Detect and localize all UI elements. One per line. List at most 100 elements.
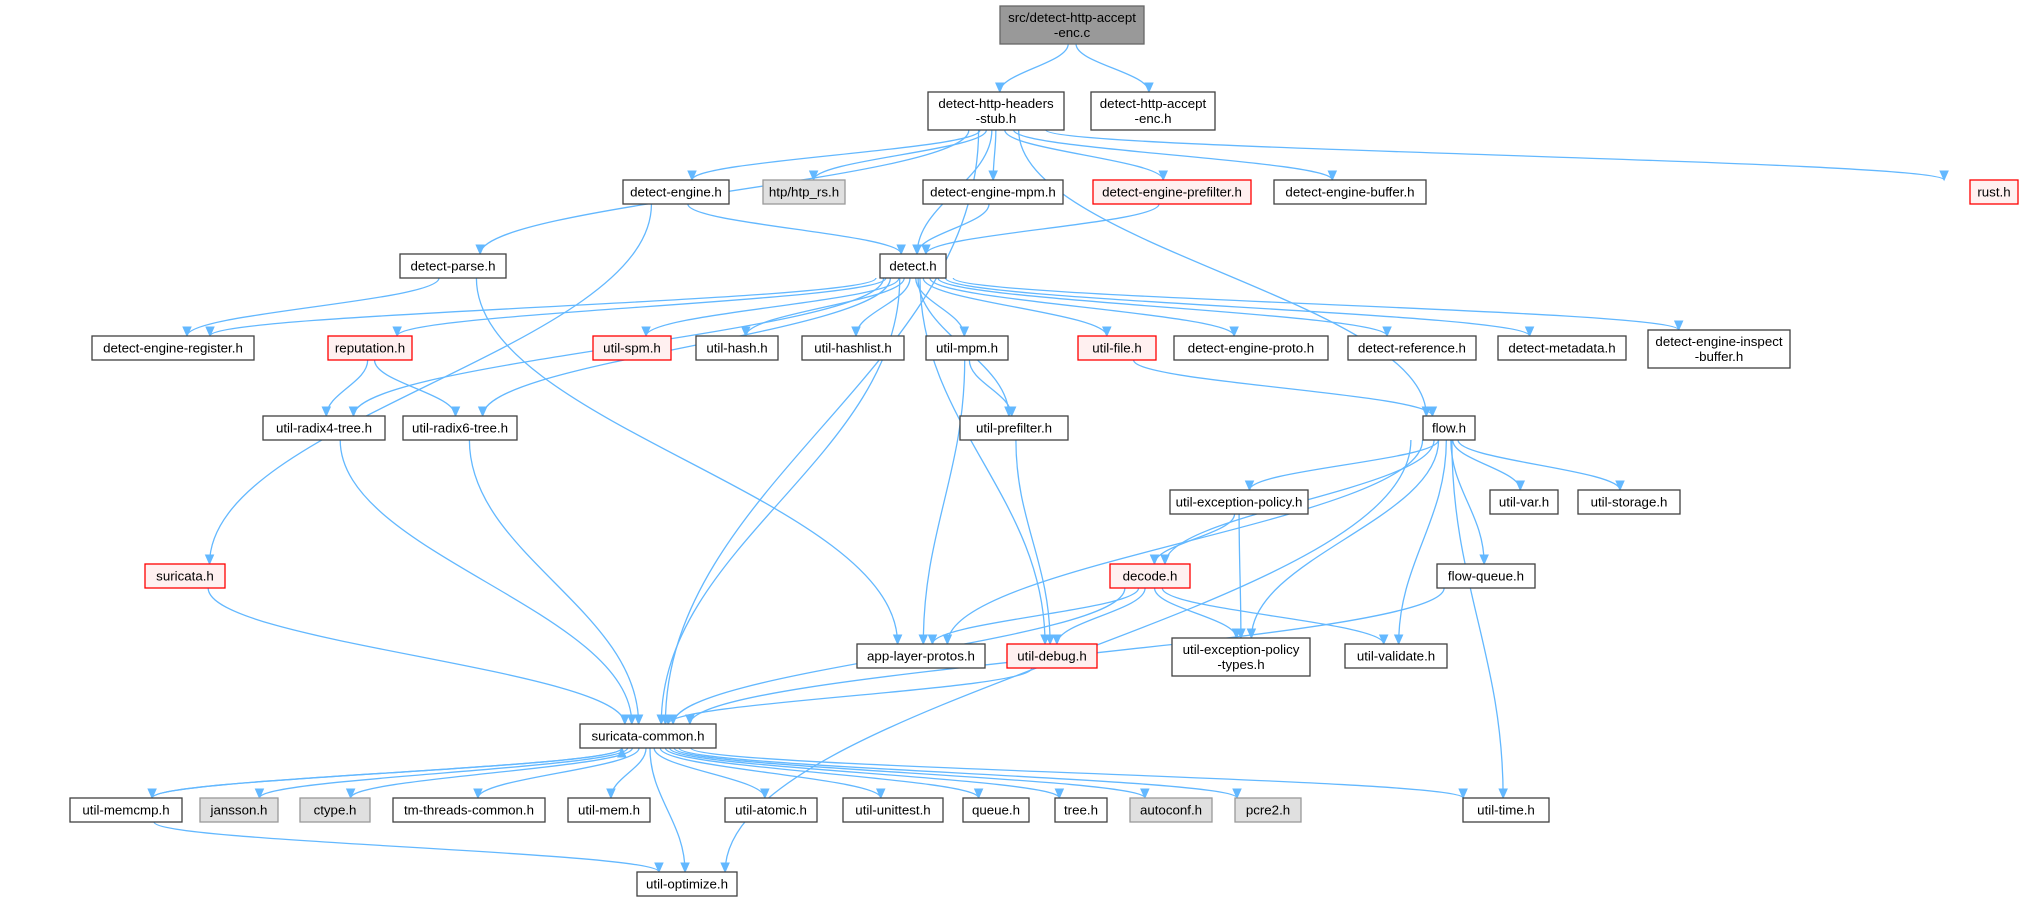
node-detect-engine-proto[interactable]: detect-engine-proto.h: [1173, 335, 1329, 361]
node-box: [856, 643, 986, 669]
edge-line: [952, 277, 1680, 331]
node-util-time[interactable]: util-time.h: [1462, 797, 1550, 823]
node-label: -stub.h: [976, 111, 1017, 126]
node-flow-queue[interactable]: flow-queue.h: [1436, 563, 1536, 589]
node-util-optimize[interactable]: util-optimize.h: [636, 871, 738, 897]
edge-line: [673, 747, 1146, 799]
node-tm-threads-common[interactable]: tm-threads-common.h: [392, 797, 546, 823]
node-util-radix6[interactable]: util-radix6-tree.h: [402, 415, 518, 441]
arrowhead: [1615, 480, 1625, 492]
node-box: [959, 415, 1069, 441]
node-detect-engine-register[interactable]: detect-engine-register.h: [91, 335, 255, 361]
node-util-atomic[interactable]: util-atomic.h: [724, 797, 818, 823]
node-util-unittest[interactable]: util-unittest.h: [842, 797, 944, 823]
node-box: [579, 723, 717, 749]
node-util-mpm[interactable]: util-mpm.h: [925, 335, 1009, 361]
node-detect-engine-prefilter[interactable]: detect-engine-prefilter.h: [1092, 179, 1252, 205]
node-detect-engine-buffer[interactable]: detect-engine-buffer.h: [1273, 179, 1427, 205]
node-label: util-validate.h: [1357, 649, 1435, 664]
node-decode[interactable]: decode.h: [1109, 563, 1191, 589]
node-util-hash[interactable]: util-hash.h: [695, 335, 779, 361]
arrowhead: [918, 634, 929, 646]
node-suricata-common[interactable]: suricata-common.h: [579, 723, 717, 749]
node-box: [1169, 489, 1309, 515]
node-util-spm[interactable]: util-spm.h: [592, 335, 672, 361]
node-detect-engine-mpm[interactable]: detect-engine-mpm.h: [922, 179, 1064, 205]
arrowhead: [1327, 170, 1338, 182]
node-ctype[interactable]: ctype.h: [299, 797, 371, 823]
node-box: [567, 797, 651, 823]
edge-headers_stub-to-flow: [1018, 129, 1432, 418]
node-tree[interactable]: tree.h: [1054, 797, 1108, 823]
node-detect-engine[interactable]: detect-engine.h: [622, 179, 730, 205]
node-util-exception-policy-types[interactable]: util-exception-policy-types.h: [1171, 637, 1311, 677]
node-label: detect-parse.h: [410, 259, 495, 274]
edge-util_radix4-to-suricata_common: [339, 439, 637, 726]
node-htp-rs[interactable]: htp/htp_rs.h: [762, 179, 846, 205]
node-autoconf[interactable]: autoconf.h: [1129, 797, 1213, 823]
node-jansson[interactable]: jansson.h: [199, 797, 279, 823]
node-box: [927, 91, 1065, 131]
node-util-memcmp[interactable]: util-memcmp.h: [69, 797, 183, 823]
edge-flow-to-flow_queue: [1450, 439, 1489, 566]
edge-decode-to-util_exception_policy_types: [1153, 587, 1242, 640]
edge-line: [396, 277, 887, 337]
edge-line: [1132, 359, 1434, 417]
arrowhead: [606, 788, 616, 800]
arrowhead: [1140, 788, 1150, 800]
node-util-mem[interactable]: util-mem.h: [567, 797, 651, 823]
node-detect-engine-inspect[interactable]: detect-engine-inspect-buffer.h: [1647, 329, 1791, 369]
node-box: [1489, 489, 1559, 515]
edge-line: [1045, 129, 1945, 181]
node-detect[interactable]: detect.h: [879, 253, 947, 279]
node-label: ctype.h: [314, 803, 357, 818]
node-util-storage[interactable]: util-storage.h: [1577, 489, 1681, 515]
node-rust[interactable]: rust.h: [1969, 179, 2019, 205]
edge-util_file-to-flow: [1132, 359, 1438, 418]
node-util-debug[interactable]: util-debug.h: [1006, 643, 1098, 669]
node-app-layer-protos[interactable]: app-layer-protos.h: [856, 643, 986, 669]
node-box: [399, 253, 507, 279]
node-util-validate[interactable]: util-validate.h: [1344, 643, 1448, 669]
node-box: [1006, 643, 1098, 669]
node-label: -types.h: [1217, 657, 1264, 672]
edge-detect_engine-to-suricata: [204, 203, 653, 566]
edge-line: [186, 277, 440, 337]
node-util-exception-policy[interactable]: util-exception-policy.h: [1169, 489, 1309, 515]
node-box: [1436, 563, 1536, 589]
node-box: [622, 179, 730, 205]
node-util-hashlist[interactable]: util-hashlist.h: [801, 335, 905, 361]
node-label: util-exception-policy: [1183, 642, 1300, 657]
node-label: util-exception-policy.h: [1176, 495, 1303, 510]
node-util-file[interactable]: util-file.h: [1077, 335, 1157, 361]
node-label: -buffer.h: [1695, 349, 1744, 364]
node-box: [801, 335, 905, 361]
node-detect-metadata[interactable]: detect-metadata.h: [1497, 335, 1627, 361]
node-flow[interactable]: flow.h: [1422, 415, 1476, 441]
node-detect-reference[interactable]: detect-reference.h: [1347, 335, 1477, 361]
node-util-var[interactable]: util-var.h: [1489, 489, 1559, 515]
node-label: util-hash.h: [706, 341, 767, 356]
node-headers-stub[interactable]: detect-http-headers-stub.h: [927, 91, 1065, 131]
edge-detect-to-detect_engine_inspect: [952, 277, 1684, 332]
node-suricata[interactable]: suricata.h: [144, 563, 226, 589]
node-root[interactable]: src/detect-http-accept-enc.c: [999, 5, 1145, 45]
arrowhead: [620, 714, 630, 726]
node-util-prefilter[interactable]: util-prefilter.h: [959, 415, 1069, 441]
arrowhead: [927, 634, 938, 646]
node-pcre2[interactable]: pcre2.h: [1234, 797, 1302, 823]
node-box: [922, 179, 1064, 205]
arrowhead: [680, 862, 690, 874]
edge-detect-to-detect_engine_proto: [929, 277, 1239, 338]
edge-flow-to-util_exception_policy: [1244, 439, 1440, 492]
edge-flow-to-util_var: [1452, 439, 1526, 492]
node-util-radix4[interactable]: util-radix4-tree.h: [262, 415, 386, 441]
edge-suricata_common-to-util_optimize: [649, 747, 690, 874]
node-label: decode.h: [1123, 569, 1178, 584]
node-accept-enc-h[interactable]: detect-http-accept-enc.h: [1090, 91, 1216, 131]
node-queue[interactable]: queue.h: [962, 797, 1030, 823]
node-reputation[interactable]: reputation.h: [327, 335, 413, 361]
arrowhead: [892, 634, 903, 646]
node-detect-parse[interactable]: detect-parse.h: [399, 253, 507, 279]
node-label: htp/htp_rs.h: [769, 185, 839, 200]
